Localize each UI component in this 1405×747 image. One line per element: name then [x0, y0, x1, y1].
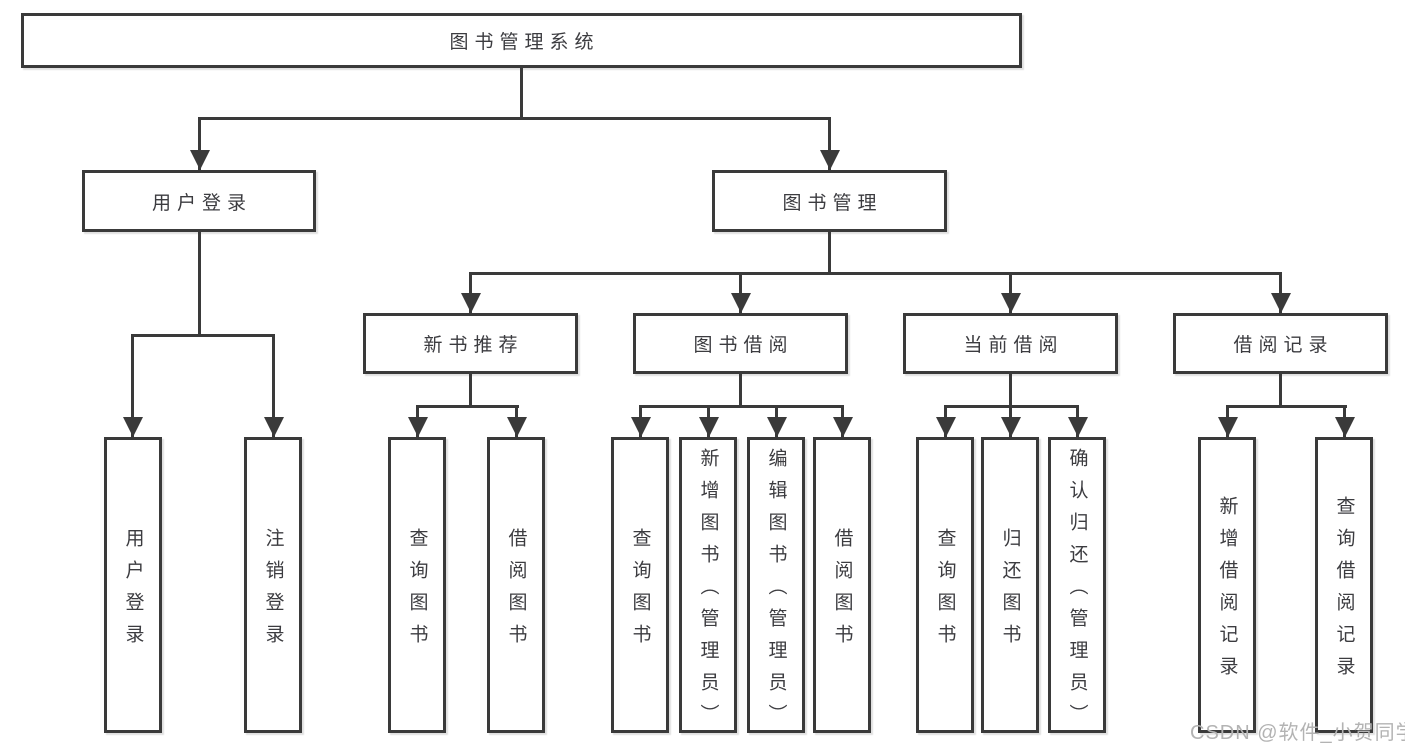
leaf-bb-borrow-books: 借阅图书: [813, 437, 871, 733]
leaf-user-login: 用户登录: [104, 437, 162, 733]
arrow-to-leaf-logout: [272, 335, 275, 437]
leaf-br-query-record-label: 查询借阅记录: [1333, 495, 1355, 688]
connector-borrowing-records-vline: [1279, 374, 1282, 407]
arrow-to-cb-confirm-return: [1076, 406, 1079, 437]
arrow-to-nb-borrow-books: [515, 406, 518, 437]
arrow-to-bb-borrow-books: [841, 406, 844, 437]
leaf-cb-query-books: 查询图书: [916, 437, 974, 733]
arrow-to-new-book-recommend: [469, 273, 472, 313]
leaf-cb-confirm-return-label: 确认归还（管理员）: [1066, 447, 1088, 736]
leaf-logout-label: 注销登录: [262, 527, 284, 656]
leaf-bb-add-books-label: 新增图书（管理员）: [697, 447, 719, 736]
node-new-book-recommend: 新书推荐: [363, 313, 578, 374]
node-book-management: 图书管理: [712, 170, 947, 232]
leaf-bb-borrow-books-label: 借阅图书: [831, 527, 853, 656]
connector-user-login-hline: [131, 334, 275, 337]
arrow-to-br-add-record: [1226, 406, 1229, 437]
leaf-br-query-record: 查询借阅记录: [1315, 437, 1373, 733]
node-current-borrowing: 当前借阅: [903, 313, 1118, 374]
connector-book-borrowing-hline: [639, 405, 844, 408]
connector-level3-hline: [469, 272, 1282, 275]
leaf-cb-query-books-label: 查询图书: [934, 527, 956, 656]
node-borrowing-records: 借阅记录: [1173, 313, 1388, 374]
leaf-br-add-record-label: 新增借阅记录: [1216, 495, 1238, 688]
connector-root-hline: [198, 117, 831, 120]
arrow-to-br-query-record: [1343, 406, 1346, 437]
leaf-nb-query-books-label: 查询图书: [406, 527, 428, 656]
arrow-to-book-management: [828, 118, 831, 170]
arrow-to-cb-return-books: [1009, 406, 1012, 437]
leaf-logout: 注销登录: [244, 437, 302, 733]
connector-new-book-hline: [416, 405, 519, 408]
arrow-to-leaf-user-login: [131, 335, 134, 437]
leaf-br-add-record: 新增借阅记录: [1198, 437, 1256, 733]
leaf-nb-borrow-books: 借阅图书: [487, 437, 545, 733]
node-book-management-label: 图书管理: [782, 192, 883, 214]
watermark: CSDN @软件_小贺同学: [1190, 722, 1405, 744]
leaf-bb-query-books: 查询图书: [611, 437, 669, 733]
node-user-login: 用户登录: [82, 170, 316, 232]
leaf-bb-query-books-label: 查询图书: [629, 527, 651, 656]
node-root: 图书管理系统: [21, 13, 1022, 68]
leaf-nb-borrow-books-label: 借阅图书: [505, 527, 527, 656]
arrow-to-current-borrowing: [1009, 273, 1012, 313]
arrow-to-bb-add-books: [707, 406, 710, 437]
arrow-to-nb-query-books: [416, 406, 419, 437]
connector-book-borrowing-vline: [739, 374, 742, 407]
node-new-book-recommend-label: 新书推荐: [423, 335, 524, 356]
node-book-borrowing: 图书借阅: [633, 313, 848, 374]
leaf-cb-confirm-return: 确认归还（管理员）: [1048, 437, 1106, 736]
connector-current-borrowing-vline: [1009, 374, 1012, 407]
node-root-label: 图书管理系统: [449, 32, 600, 53]
node-user-login-label: 用户登录: [151, 192, 252, 214]
leaf-bb-edit-books: 编辑图书（管理员）: [747, 437, 805, 736]
connector-user-login-vline: [198, 232, 201, 336]
leaf-bb-edit-books-label: 编辑图书（管理员）: [765, 447, 787, 736]
leaf-user-login-label: 用户登录: [122, 527, 144, 656]
node-borrowing-records-label: 借阅记录: [1233, 335, 1334, 356]
node-book-borrowing-label: 图书借阅: [693, 335, 794, 356]
leaf-cb-return-books: 归还图书: [981, 437, 1039, 733]
arrow-to-book-borrowing: [739, 273, 742, 313]
arrow-to-bb-edit-books: [775, 406, 778, 437]
leaf-bb-add-books: 新增图书（管理员）: [679, 437, 737, 736]
node-current-borrowing-label: 当前借阅: [963, 335, 1064, 356]
connector-borrowing-records-hline: [1226, 405, 1347, 408]
leaf-nb-query-books: 查询图书: [388, 437, 446, 733]
arrow-to-cb-query-books: [944, 406, 947, 437]
connector-book-management-vline: [828, 232, 831, 274]
arrow-to-bb-query-books: [639, 406, 642, 437]
arrow-to-borrowing-records: [1279, 273, 1282, 313]
leaf-cb-return-books-label: 归还图书: [999, 527, 1021, 656]
arrow-to-user-login: [198, 118, 201, 170]
connector-new-book-vline: [469, 374, 472, 407]
connector-root-vline: [520, 68, 523, 118]
